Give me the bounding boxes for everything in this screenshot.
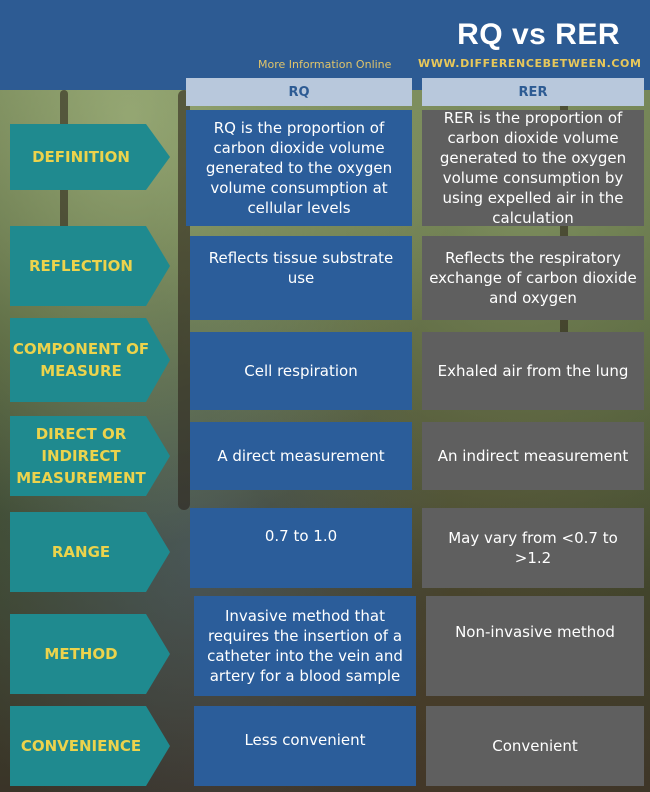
row-label-definition: DEFINITION bbox=[10, 124, 170, 190]
site-link[interactable]: WWW.DIFFERENCEBETWEEN.COM bbox=[418, 57, 642, 70]
rer-convenience-cell: Convenient bbox=[426, 706, 644, 786]
row-label-convenience: CONVENIENCE bbox=[10, 706, 170, 786]
rer-method-cell: Non-invasive method bbox=[426, 596, 644, 696]
row-label-component-of-measure: COMPONENT OF MEASURE bbox=[10, 318, 170, 402]
column-header-rer: RER bbox=[422, 78, 644, 106]
rq-method-cell: Invasive method that requires the insert… bbox=[194, 596, 416, 696]
rq-definition-cell: RQ is the proportion of carbon dioxide v… bbox=[186, 110, 412, 226]
row-label-reflection: REFLECTION bbox=[10, 226, 170, 306]
row-label-method: METHOD bbox=[10, 614, 170, 694]
header-banner: RQ vs RER More Information Online WWW.DI… bbox=[0, 0, 650, 90]
rer-reflection-cell: Reflects the respiratory exchange of car… bbox=[422, 236, 644, 320]
rer-component-cell: Exhaled air from the lung bbox=[422, 332, 644, 410]
row-label-direct-or-indirect: DIRECT OR INDIRECT MEASUREMENT bbox=[10, 416, 170, 496]
page-title: RQ vs RER bbox=[457, 18, 620, 51]
more-info-text: More Information Online bbox=[258, 58, 392, 71]
tree-trunk bbox=[60, 90, 68, 290]
rq-reflection-cell: Reflects tissue substrate use bbox=[190, 236, 412, 320]
rq-range-cell: 0.7 to 1.0 bbox=[190, 508, 412, 588]
rq-convenience-cell: Less convenient bbox=[194, 706, 416, 786]
rq-direct-cell: A direct measurement bbox=[190, 422, 412, 490]
rq-component-cell: Cell respiration bbox=[190, 332, 412, 410]
rer-range-cell: May vary from <0.7 to >1.2 bbox=[422, 508, 644, 588]
rer-indirect-cell: An indirect measurement bbox=[422, 422, 644, 490]
column-header-rq: RQ bbox=[186, 78, 412, 106]
rer-definition-cell: RER is the proportion of carbon dioxide … bbox=[422, 109, 644, 227]
row-label-range: RANGE bbox=[10, 512, 170, 592]
